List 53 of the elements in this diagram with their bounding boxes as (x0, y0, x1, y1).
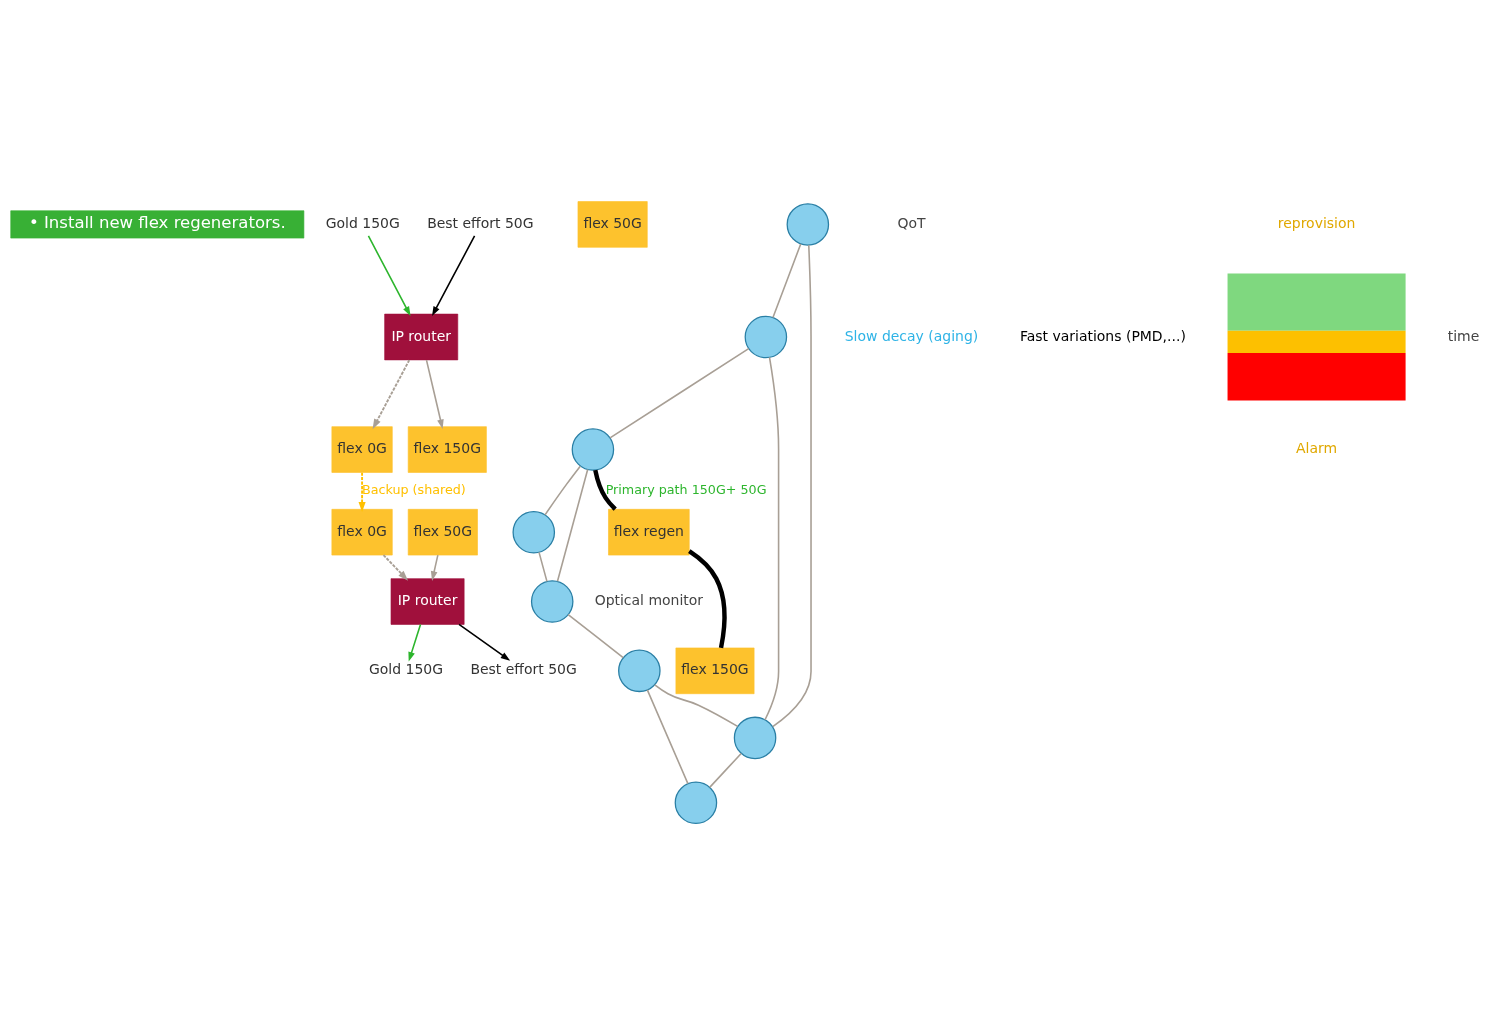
arrow (425, 358, 444, 429)
connector (646, 688, 689, 784)
node-text: Best effort 50G (470, 660, 577, 677)
label: QoT (897, 214, 926, 231)
connector (567, 613, 624, 658)
connector (609, 347, 750, 439)
node-circle (786, 202, 830, 246)
connector (771, 243, 812, 727)
node-circle (733, 716, 777, 759)
label: Slow decay (aging) (844, 327, 979, 344)
label: reprovision (1277, 214, 1356, 231)
node-box: flex regen (608, 508, 690, 555)
connector (764, 356, 780, 721)
node-circle (571, 427, 615, 471)
arrow (432, 234, 476, 316)
label: Fast variations (PMD,...) (1019, 327, 1186, 344)
node-text: Gold 150G (368, 660, 443, 677)
connector (708, 752, 742, 788)
node-circle (530, 579, 574, 623)
label: time (1447, 327, 1480, 344)
node-box: flex 50G (577, 200, 648, 248)
node-box: flex 150G (675, 647, 755, 694)
connector (654, 683, 739, 727)
connector (593, 469, 617, 511)
node-box: flex 0G (331, 508, 393, 555)
label: Optical monitor (594, 591, 704, 608)
edge-label: Primary path 150G+ 50G (605, 481, 767, 497)
arrow (367, 234, 411, 316)
node-box: IP router (384, 313, 459, 360)
arrow (458, 623, 511, 661)
node-circle (674, 781, 718, 824)
connector (772, 242, 802, 318)
node-box: • Install new flex regenerators. (10, 209, 305, 238)
node-text: Gold 150G (325, 214, 400, 231)
node-box: IP router (390, 577, 465, 625)
node-box: flex 0G (331, 425, 393, 473)
connector (688, 548, 727, 648)
edge-label: Backup (shared) (362, 481, 466, 497)
node-text: Best effort 50G (427, 214, 534, 231)
node-circle (512, 510, 556, 553)
arrow (408, 623, 422, 662)
arrow (382, 553, 409, 581)
connector (538, 551, 548, 582)
node-circle (744, 315, 788, 358)
node-box: flex 50G (407, 508, 478, 555)
arrow (372, 358, 411, 429)
label: Alarm (1296, 439, 1338, 456)
connector (544, 464, 582, 516)
arrow (430, 553, 439, 581)
connector (556, 468, 589, 582)
node-circle (618, 649, 661, 692)
node-box: flex 150G (407, 425, 487, 473)
arrow (358, 471, 366, 512)
